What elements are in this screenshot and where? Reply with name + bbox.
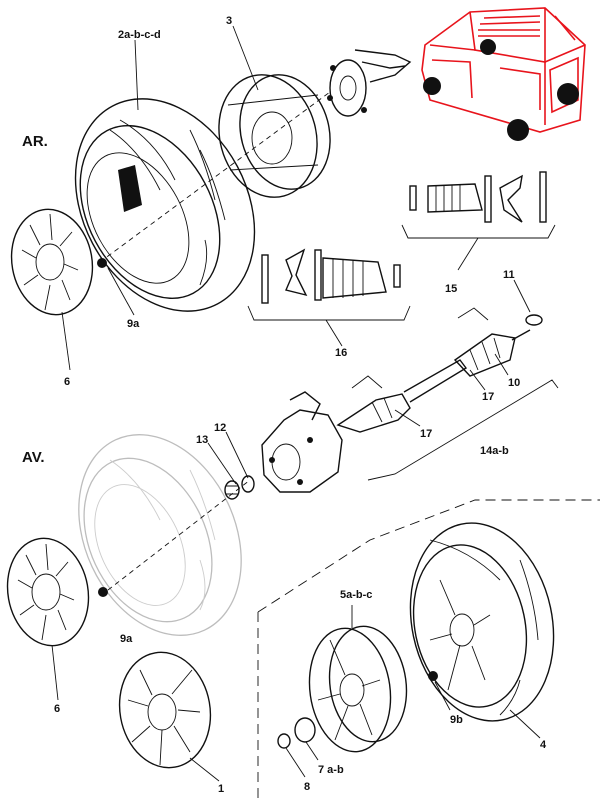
wheel-trim <box>118 651 212 769</box>
label-boot-outer: 10 <box>508 377 520 389</box>
front-hubcap <box>6 537 90 647</box>
circlip <box>525 314 543 326</box>
label-hubcap-rear: 6 <box>64 376 70 388</box>
part-labels: 2a-b-c-d 3 6 9a 15 11 16 10 17 17 14a-b … <box>54 15 547 795</box>
rear-wheel-nut <box>97 258 107 268</box>
label-boot-outer-2: 17 <box>482 391 494 403</box>
rear-hubcap <box>10 208 94 316</box>
label-kit-lower: 16 <box>335 347 347 359</box>
car-icon <box>421 7 586 133</box>
driveshaft-kit-upper <box>401 171 556 321</box>
leader-lines <box>51 25 541 782</box>
label-valve-cap: 8 <box>304 781 310 793</box>
label-kit-upper: 15 <box>445 283 457 295</box>
alloy-wheel-nut <box>428 671 438 681</box>
label-rim-rear: 3 <box>226 15 232 27</box>
label-tyre-rear: 2a-b-c-d <box>118 29 161 41</box>
alloy-rim <box>308 625 408 753</box>
car-wheels <box>423 39 579 141</box>
alloy-tyre <box>409 522 555 722</box>
front-wheel-nut <box>98 587 108 597</box>
label-hub-nut: 13 <box>196 434 208 446</box>
label-washer: 12 <box>214 422 226 434</box>
label-clip: 11 <box>503 269 515 281</box>
section-front: AV. <box>22 449 45 466</box>
front-tyre-ghost <box>78 434 251 636</box>
center-cap <box>294 717 316 743</box>
label-driveshaft: 14a-b <box>480 445 509 457</box>
label-nut-rear: 9a <box>127 318 140 330</box>
label-alloy-rim: 5a-b-c <box>340 589 372 601</box>
valve-cap <box>277 733 291 749</box>
label-hubcap-front: 6 <box>54 703 60 715</box>
label-wheel-trim: 1 <box>218 783 224 795</box>
driveshaft <box>336 329 559 481</box>
rear-tyre <box>74 98 256 312</box>
driveshaft-kit-lower <box>247 248 411 389</box>
rear-hub-assembly <box>327 49 412 117</box>
label-center-cap: 7 a-b <box>318 764 344 776</box>
label-nut-front: 9a <box>120 633 133 645</box>
label-tyre-alloy: 4 <box>540 739 547 751</box>
front-hub-knuckle <box>224 391 343 500</box>
label-joint-inner: 17 <box>420 428 432 440</box>
rear-steel-rim <box>218 74 331 198</box>
section-rear: AR. <box>22 133 48 150</box>
label-nut-alloy: 9b <box>450 714 463 726</box>
